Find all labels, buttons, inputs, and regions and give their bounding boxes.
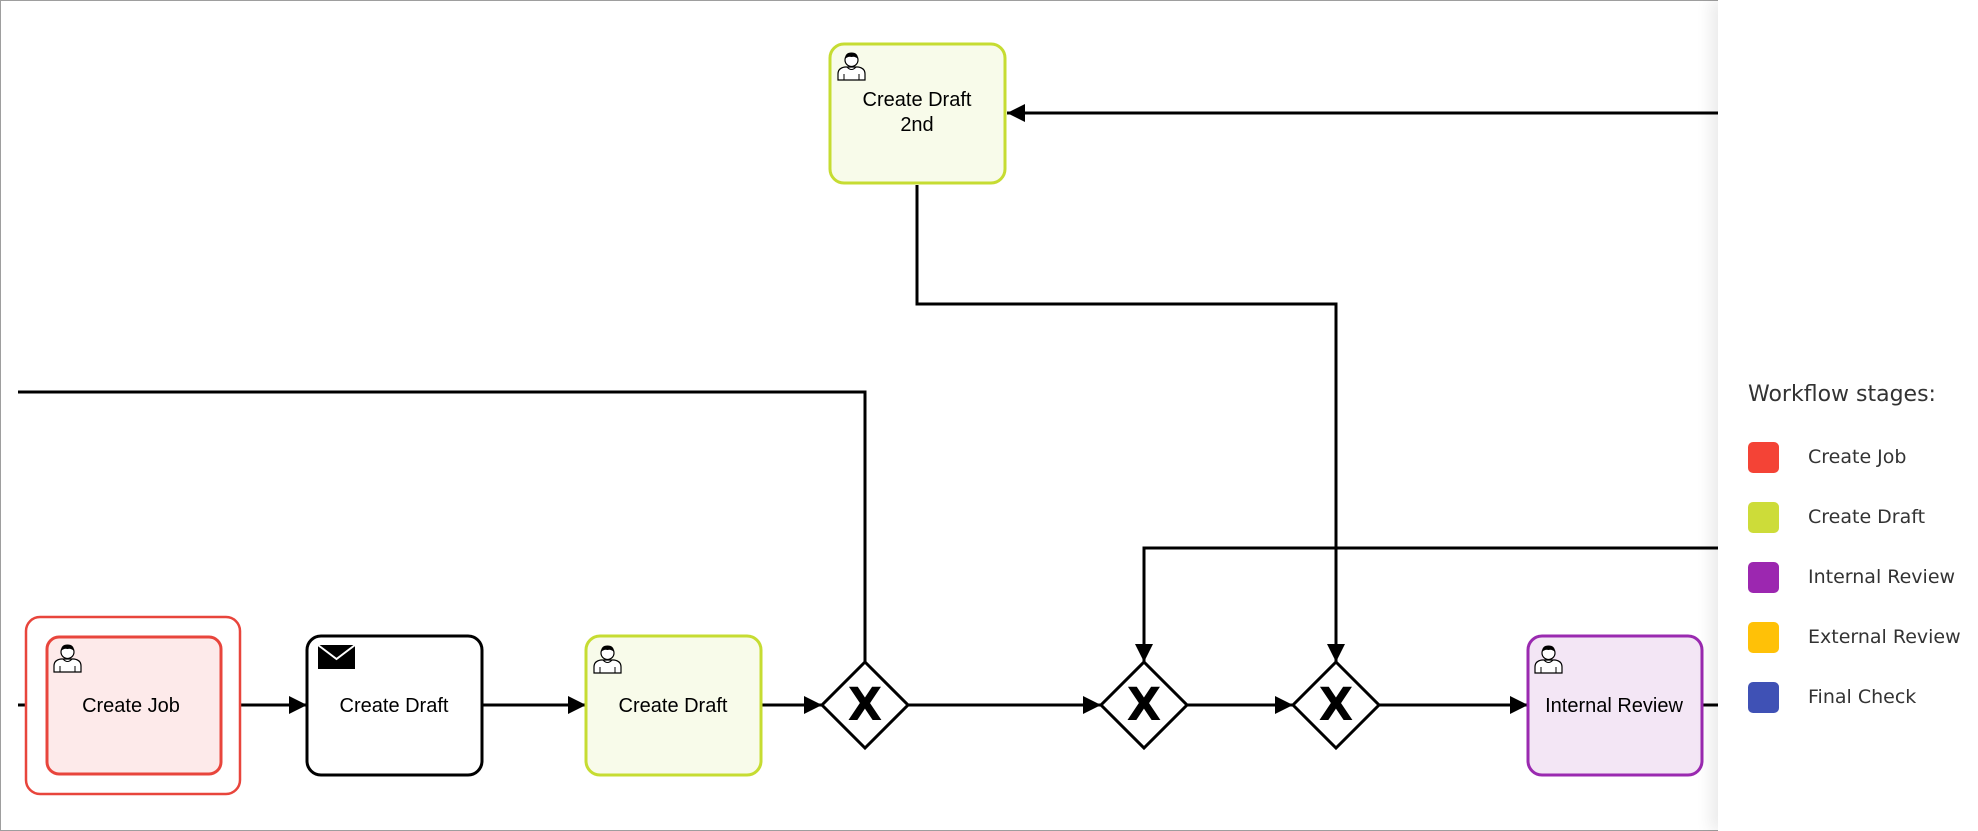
legend-item-create-job: Create Job	[1748, 441, 1906, 473]
legend-swatch	[1748, 501, 1779, 533]
task-label-line-1: Create Draft	[863, 89, 972, 111]
task-label-line-2: 2nd	[900, 114, 933, 136]
flow-return-to-gateway-2	[1135, 546, 1718, 662]
legend-label: Create Draft	[1808, 506, 1926, 528]
gateway-2[interactable]: X	[1098, 659, 1190, 751]
legend-item-final-check: Final Check	[1748, 681, 1916, 713]
task-create-job[interactable]: Create Job	[24, 615, 242, 796]
gateway-diamond	[819, 659, 911, 751]
gateway-diamond	[1290, 659, 1382, 751]
legend-item-internal-review: Internal Review	[1748, 561, 1955, 593]
create-job-box	[45, 635, 223, 776]
gateway-3[interactable]: X	[1290, 659, 1382, 751]
gateway-x-marker: X	[848, 678, 883, 731]
create-draft-send-box	[305, 634, 484, 777]
gateway-diamond	[1098, 659, 1190, 751]
legend-label: Create Job	[1808, 446, 1907, 468]
task-internal-review[interactable]: Internal Review	[1526, 634, 1704, 777]
task-create-draft-send[interactable]: Create Draft	[305, 634, 484, 777]
legend-swatch	[1748, 441, 1779, 473]
task-create-draft-2nd[interactable]: Create Draft 2nd	[828, 42, 1007, 185]
legend-item-external-review: External Review	[1748, 621, 1961, 653]
task-label: Create Draft	[340, 695, 449, 717]
create-draft-2nd-box	[828, 42, 1007, 185]
legend-label: External Review	[1808, 626, 1961, 648]
gateway-x-marker: X	[1127, 678, 1162, 731]
gateway-x-marker: X	[1319, 678, 1354, 731]
legend-panel: Workflow stages: Create Job Create Draft…	[1718, 0, 1978, 831]
legend-label: Final Check	[1808, 686, 1917, 708]
internal-review-box	[1526, 634, 1704, 777]
task-create-draft-user[interactable]: Create Draft	[584, 634, 763, 777]
task-label: Internal Review	[1545, 695, 1683, 717]
legend-swatch	[1748, 621, 1779, 653]
legend-title: Workflow stages:	[1748, 382, 1936, 407]
task-label: Create Draft	[619, 695, 728, 717]
sequence-flows	[18, 104, 1718, 714]
legend-swatch	[1748, 561, 1779, 593]
flow-draft-2nd-to-gateway-3	[915, 185, 1345, 662]
legend-label: Internal Review	[1808, 566, 1956, 588]
legend-item-create-draft: Create Draft	[1748, 501, 1925, 533]
flow-gateway-1-loop-back	[18, 390, 867, 662]
envelope-icon	[317, 644, 356, 669]
legend-swatch	[1748, 681, 1779, 713]
task-label: Create Job	[82, 695, 180, 717]
gateway-1[interactable]: X	[819, 659, 911, 751]
create-draft-user-box	[584, 634, 763, 777]
